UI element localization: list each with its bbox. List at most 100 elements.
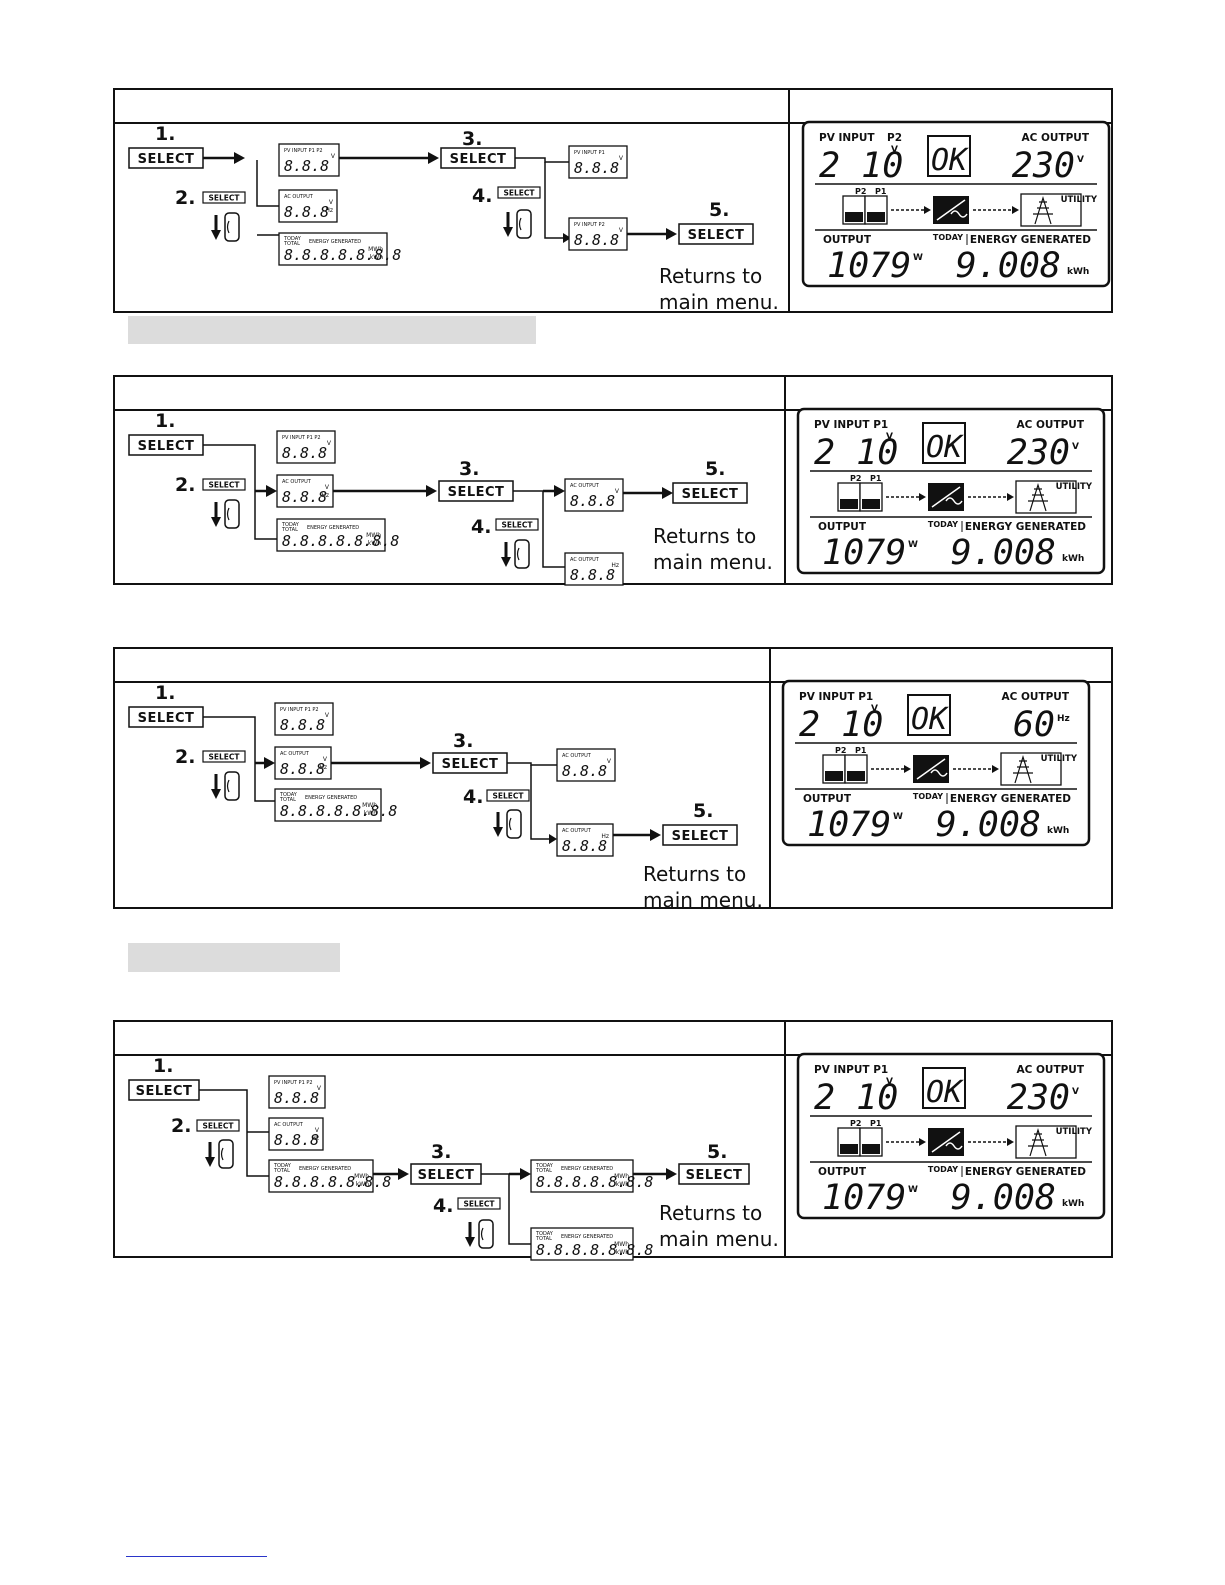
- panel-header: [115, 649, 1111, 683]
- arrow-head: [549, 834, 557, 844]
- press-arrow-head: [211, 517, 221, 527]
- mini-display-frame: [268, 1117, 324, 1151]
- mini-display-digits: 8.8.8: [284, 157, 329, 175]
- select-button-label: SELECT: [672, 829, 729, 844]
- returns-text: main menu.: [653, 550, 773, 574]
- step-number: 3.: [462, 128, 482, 150]
- key-outline: [224, 499, 240, 529]
- mini-display-unit: MWh: [614, 1173, 629, 1180]
- arrow-head: [428, 152, 439, 164]
- inverter-sine: [930, 769, 948, 777]
- utility-frame: [1015, 480, 1077, 514]
- connector-line: [544, 162, 565, 239]
- inverter-slash: [931, 486, 961, 508]
- connector-line: [481, 1173, 531, 1245]
- mini-display-frame: [530, 1227, 634, 1261]
- mini-display-unit: Hz: [321, 492, 329, 499]
- arrow-head: [426, 485, 437, 497]
- step-number: 4.: [463, 786, 483, 808]
- lcd-p2-label: P2: [887, 132, 902, 144]
- mini-display-unit: Hz: [611, 562, 619, 569]
- returns-text: Returns to: [659, 264, 762, 288]
- step-number: 1.: [153, 1055, 173, 1077]
- connector-line: [199, 1089, 269, 1177]
- select-button-label: SELECT: [686, 1168, 743, 1183]
- mini-display-caption: AC OUTPUT: [280, 751, 310, 757]
- press-arrow-head: [211, 789, 221, 799]
- select-button: SELECT: [662, 824, 738, 846]
- mini-display-unit: kWh: [616, 1181, 629, 1188]
- mini-display-caption: ENERGY GENERATED: [307, 525, 359, 531]
- flow-arrow: [992, 765, 999, 773]
- mini-display-frame: [274, 746, 332, 780]
- utility-tower-icon: [1033, 195, 1053, 225]
- mini-display-digits: 8.8.8: [574, 231, 619, 249]
- connector-line: [530, 765, 551, 840]
- mini-display-digits: 8.8.8.8.8.8.8: [280, 802, 397, 820]
- solar-cells: [862, 1144, 880, 1154]
- mini-display-unit: V: [619, 155, 624, 162]
- utility-frame: [1015, 1125, 1077, 1159]
- mini-display-caption: PV INPUT P1 P2: [284, 148, 323, 154]
- key-outline: [516, 209, 532, 239]
- key-finger: [508, 817, 512, 831]
- connector-line: [507, 762, 557, 766]
- flow-arrow: [1007, 1138, 1014, 1146]
- solar-cells: [867, 212, 885, 222]
- select-button: SELECT: [678, 223, 754, 245]
- mini-display-digits: 8.8.8.8.8.8.8: [536, 1173, 653, 1191]
- lcd-pv-label: PV INPUT P1: [814, 1064, 888, 1076]
- select-key-frame: [486, 789, 530, 802]
- select-button: SELECT: [672, 482, 748, 504]
- mini-display-caption: ENERGY GENERATED: [309, 239, 361, 245]
- lcd-pv-unit: V: [871, 704, 878, 714]
- select-button-frame: [678, 223, 754, 245]
- mini-display-unit: kWh: [368, 540, 381, 547]
- mini-display-frame: [274, 788, 382, 822]
- mini-display-digits: 8.8.8: [274, 1089, 319, 1107]
- arrow-head: [398, 1168, 409, 1180]
- mini-display-digits: 8.8.8: [570, 566, 615, 584]
- lcd-energy-unit: kWh: [1062, 1199, 1084, 1209]
- lcd-p2-tag: P2: [850, 474, 861, 483]
- mini-display-unit: kWh: [364, 810, 377, 817]
- key-finger: [480, 1227, 484, 1241]
- solar-cells: [847, 771, 865, 781]
- select-button-label: SELECT: [138, 439, 195, 454]
- key-outline: [478, 1219, 494, 1249]
- step-number: 2.: [175, 187, 195, 209]
- mini-display-frame: [278, 189, 338, 223]
- lcd-pv-value: 2 10: [814, 433, 898, 473]
- mini-display-digits: 8.8.8: [570, 492, 615, 510]
- select-key-icon: SELECT: [202, 191, 246, 204]
- mini-display-unit: V: [331, 153, 336, 160]
- highlight-bar: [128, 943, 340, 972]
- lcd-pv-value: 2 10: [814, 1078, 898, 1118]
- key-outline: [514, 539, 530, 569]
- mini-display: PV INPUT P1 P28.8.8V: [268, 1075, 326, 1109]
- select-key-frame: [457, 1197, 501, 1210]
- mini-display-unit: V: [315, 1127, 320, 1134]
- lcd-output-unit: W: [908, 1185, 918, 1195]
- solar-cells: [840, 1144, 858, 1154]
- arrow-head: [420, 757, 431, 769]
- mini-display-digits: 8.8.8.8.8.8.8: [536, 1241, 653, 1259]
- lcd-energy-value: 9.008: [951, 533, 1056, 573]
- lcd-ok-box: [922, 1067, 966, 1109]
- arrow-head: [563, 233, 571, 243]
- lcd-p2-tag: P2: [850, 1119, 861, 1128]
- mini-display-unit: Hz: [311, 1135, 319, 1142]
- select-button-label: SELECT: [138, 711, 195, 726]
- mini-display-unit: MWh: [368, 246, 383, 253]
- mini-display-caption: TOTAL: [279, 797, 296, 803]
- solar-cells: [825, 771, 843, 781]
- mini-display-frame: [268, 1075, 326, 1109]
- lcd-ac-label: AC OUTPUT: [1017, 419, 1085, 431]
- press-arrow-head: [501, 557, 511, 567]
- lcd-ok-box: [907, 694, 951, 736]
- utility-frame: [1000, 752, 1062, 786]
